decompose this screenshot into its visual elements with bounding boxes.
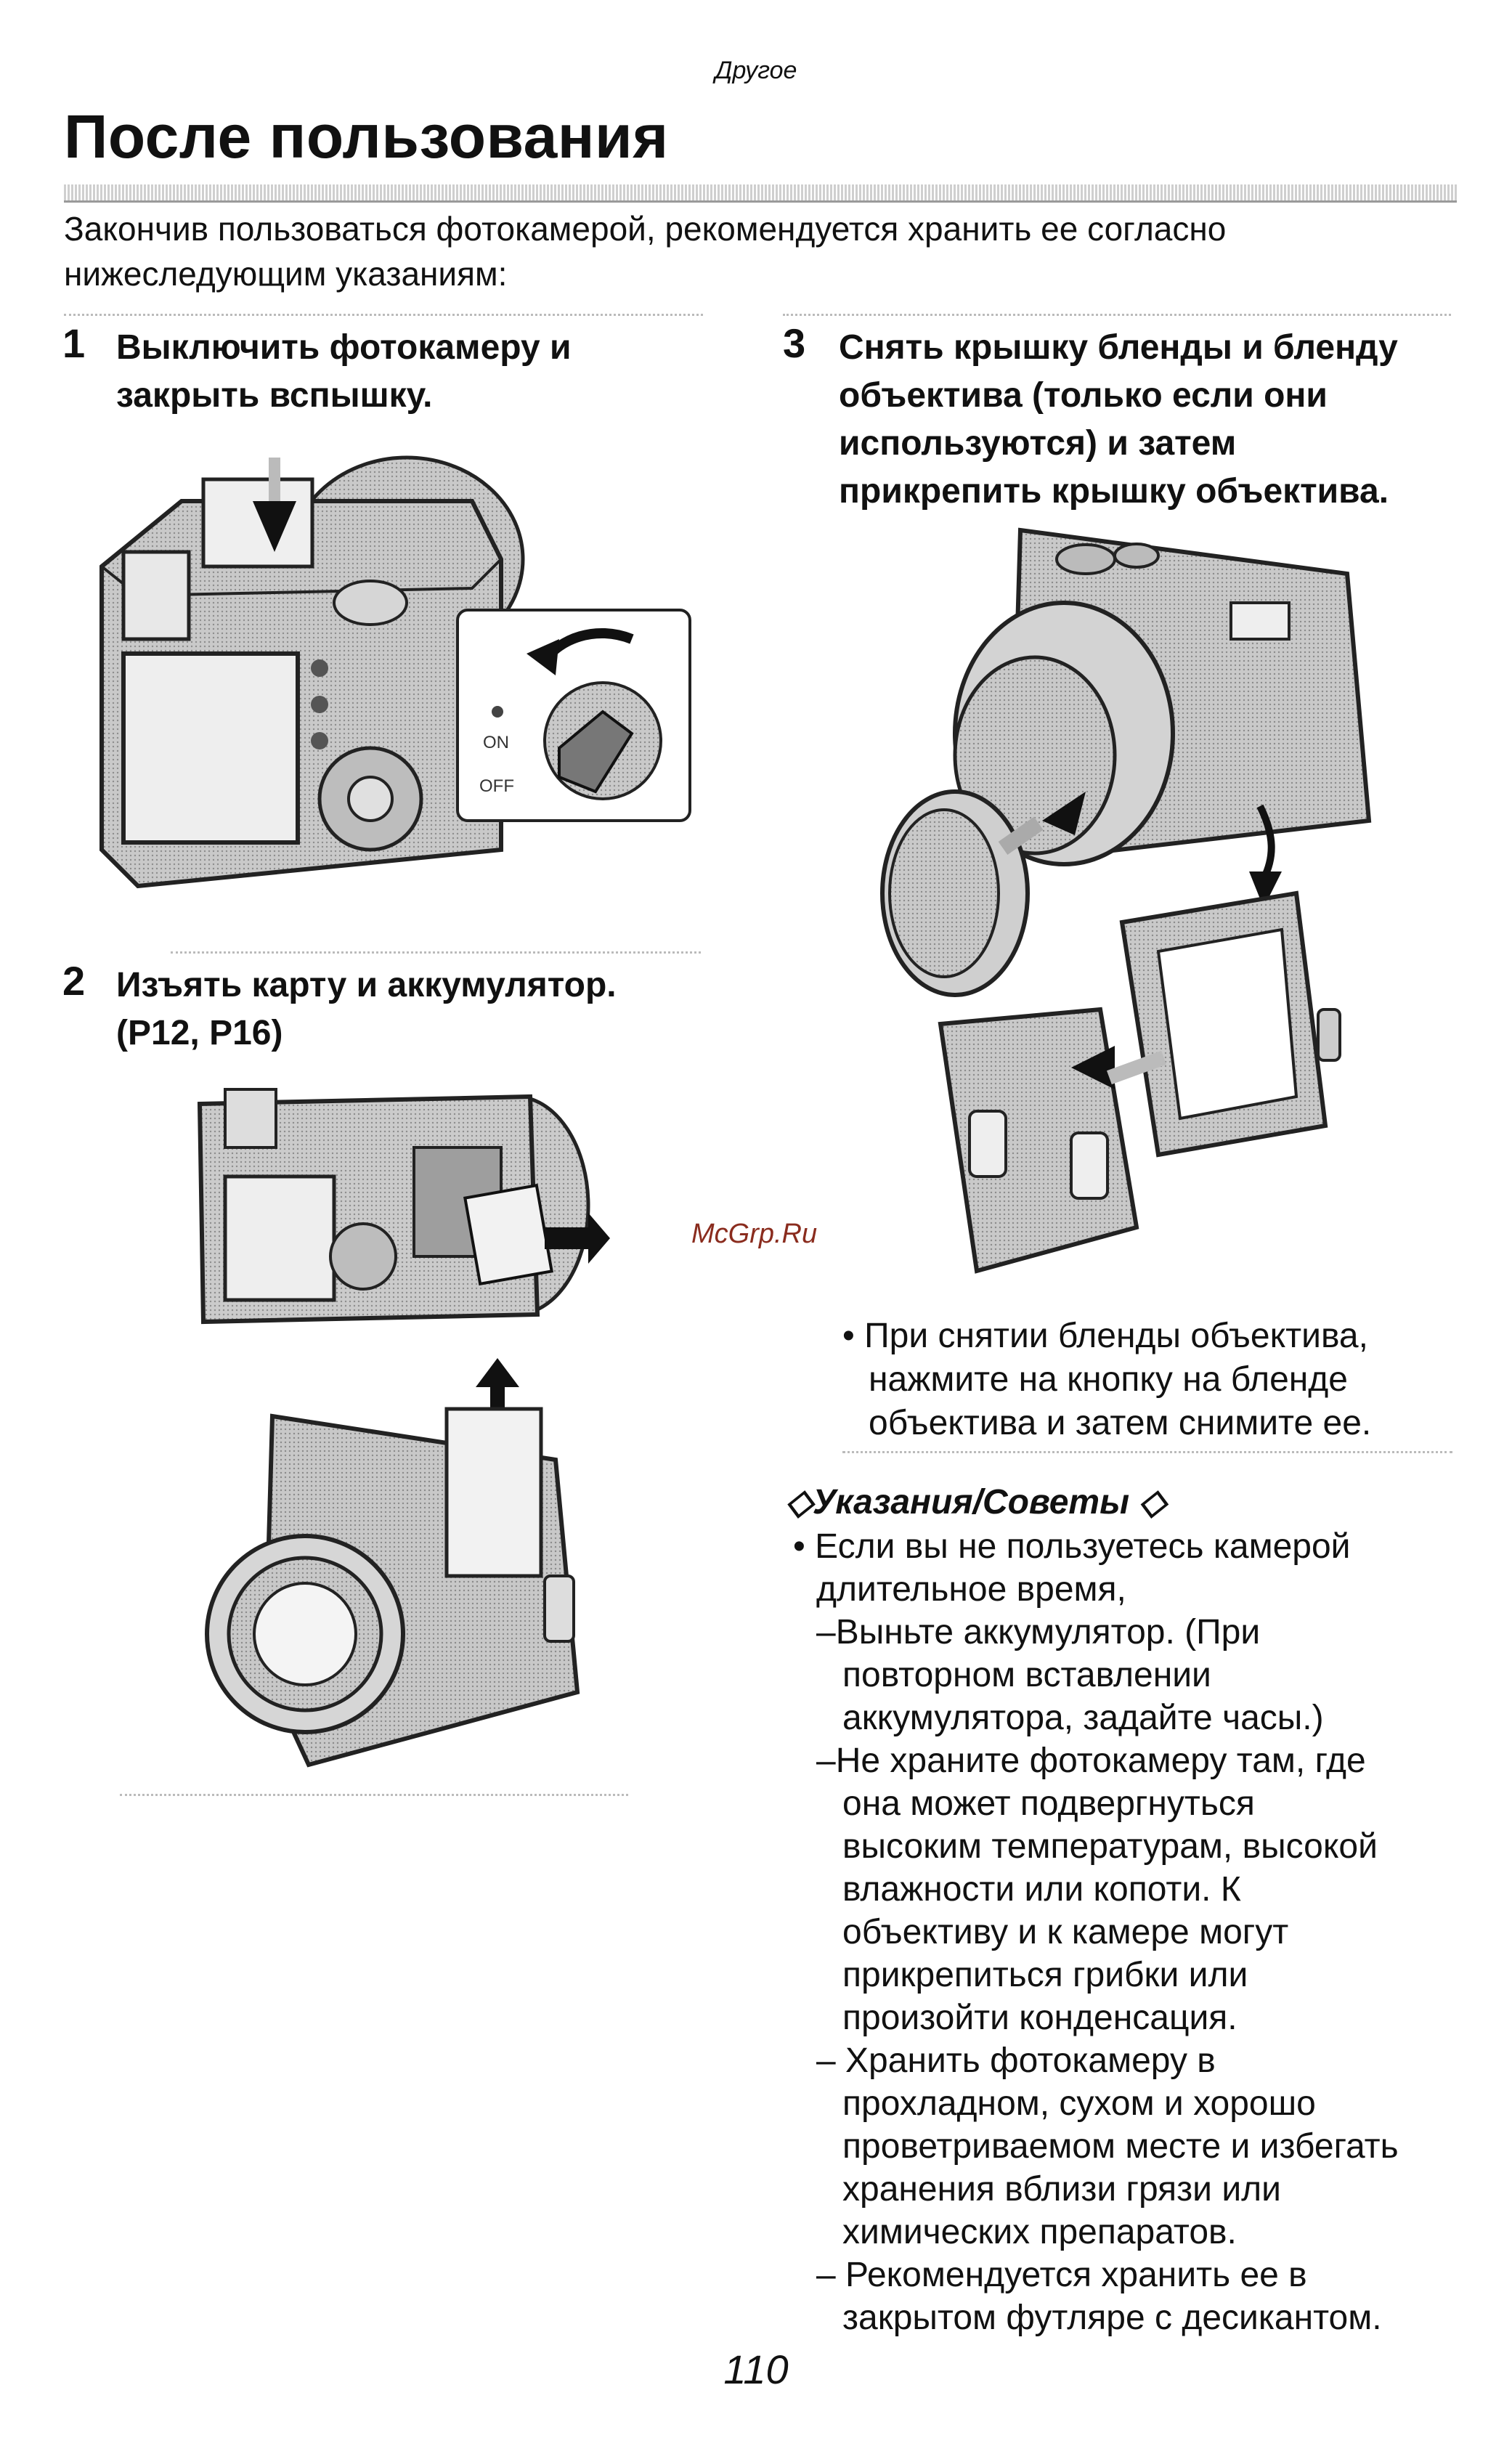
lens-hood-removal-illustration: [880, 527, 1372, 1274]
battery-removal-illustration: [205, 1358, 580, 1768]
step-3-line-3: используются) и затем: [839, 424, 1237, 463]
tip-line: –Выньте аккумулятор. (При: [816, 1613, 1261, 1651]
divider: [120, 1794, 628, 1796]
card-removal-illustration: [197, 1088, 610, 1325]
note-line-1: • При снятии бленды объектива,: [842, 1317, 1368, 1355]
intro-line-2: нижеследующим указаниям:: [64, 255, 508, 293]
tip-line: объективу и к камере могут: [842, 1913, 1289, 1951]
step-1-number: 1: [62, 320, 86, 366]
page-number: 110: [723, 2347, 789, 2392]
tip-line: • Если вы не пользуетесь камерой: [793, 1527, 1351, 1566]
tip-line: прикрепиться грибки или: [842, 1956, 1248, 1994]
watermark: McGrp.Ru: [691, 1219, 818, 1249]
step-1-line-2: закрыть вспышку.: [116, 376, 433, 415]
tip-line: влажности или копоти. К: [842, 1870, 1241, 1909]
title-rule: [64, 184, 1457, 203]
step-3-line-4: прикрепить крышку объектива.: [839, 472, 1389, 511]
tips-list: • Если вы не пользуетесь камерой длитель…: [793, 1525, 1399, 2339]
tip-line: повторном вставлении: [842, 1656, 1211, 1694]
step-2-text: Изъять карту и аккумулятор. (P12, P16): [116, 962, 617, 1057]
tip-line: проветриваемом месте и избегать: [842, 2127, 1399, 2166]
divider: [842, 1451, 1452, 1453]
tip-line: хранения вблизи грязи или: [842, 2170, 1281, 2209]
intro-text: Закончив пользоваться фотокамерой, реком…: [64, 206, 1444, 296]
tip-line: закрытом футляре с десикантом.: [842, 2299, 1382, 2337]
switch-on-label: ON: [483, 733, 509, 752]
tip-line: – Хранить фотокамеру в: [816, 2041, 1216, 2080]
page-title: После пользования: [64, 102, 669, 171]
step-2-number: 2: [62, 958, 86, 1004]
switch-off-label: OFF: [479, 776, 514, 796]
step-3-line-1: Снять крышку бленды и бленду: [839, 328, 1398, 367]
note-line-3: объектива и затем снимите ее.: [869, 1404, 1372, 1442]
divider: [171, 951, 701, 954]
divider: [64, 314, 703, 316]
intro-line-1: Закончив пользоваться фотокамерой, реком…: [64, 210, 1227, 248]
tip-line: аккумулятора, задайте часы.): [842, 1699, 1324, 1737]
step-2-line-2: (P12, P16): [116, 1014, 283, 1052]
tip-line: произойти конденсация.: [842, 1999, 1237, 2037]
tips-heading: ◇Указания/Советы ◇: [786, 1483, 1166, 1521]
step-2-line-1: Изъять карту и аккумулятор.: [116, 966, 617, 1004]
tip-line: длительное время,: [816, 1570, 1126, 1609]
tip-line: –Не храните фотокамеру там, где: [816, 1742, 1366, 1780]
section-label: Другое: [715, 57, 797, 84]
step-3-text: Снять крышку бленды и бленду объектива (…: [839, 324, 1398, 516]
step-3-number: 3: [783, 320, 806, 366]
tip-line: химических препаратов.: [842, 2213, 1237, 2251]
step-1-line-1: Выключить фотокамеру и: [116, 328, 572, 367]
tip-line: она может подвергнуться: [842, 1784, 1255, 1823]
tip-line: высоким температурам, высокой: [842, 1827, 1378, 1866]
hood-removal-note: • При снятии бленды объектива, нажмите н…: [842, 1315, 1371, 1445]
step-3-line-2: объектива (только если они: [839, 376, 1328, 415]
step-1-text: Выключить фотокамеру и закрыть вспышку.: [116, 324, 571, 420]
tip-line: прохладном, сухом и хорошо: [842, 2084, 1316, 2123]
camera-power-off-illustration: ON OFF: [99, 455, 691, 889]
tip-line: – Рекомендуется хранить ее в: [816, 2256, 1307, 2294]
note-line-2: нажмите на кнопку на бленде: [869, 1360, 1348, 1399]
divider: [783, 314, 1451, 316]
